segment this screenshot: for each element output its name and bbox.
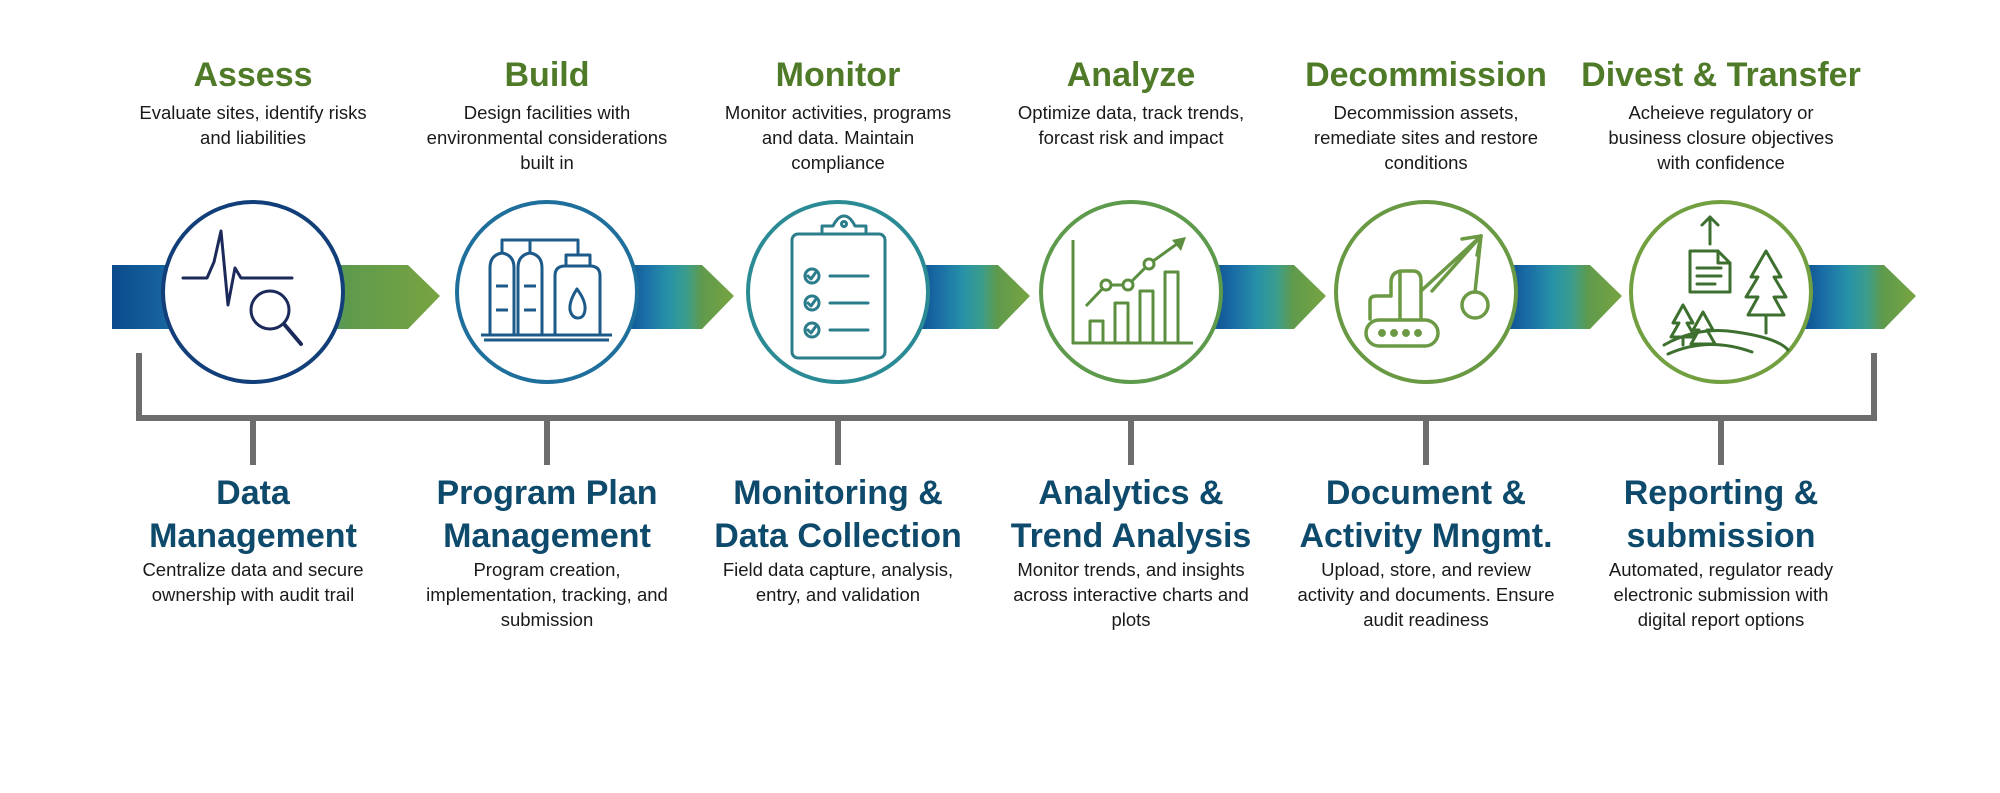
capability-title-document: Document & Activity Mngmt. [1276,472,1576,558]
capability-desc-data-management: Centralize data and secure ownership wit… [142,559,364,605]
arrow-segment-6 [1798,265,1916,329]
stage-desc-analyze: Optimize data, track trends, forcast ris… [1017,102,1245,148]
stage-title-assess: Assess [193,56,313,94]
capability-desc-analytics: Monitor trends, and insights across inte… [1013,559,1249,630]
capability-title-line1: Analytics & [1038,474,1224,512]
capability-title-line2: Data Collection [714,517,962,555]
bar-chart-trend-icon [1071,237,1193,345]
capability-title-data-management: Data Management [103,472,403,558]
arrow-segment-3 [914,265,1030,329]
capability-title-line2: Management [443,517,651,555]
stage-circle-build [455,200,639,384]
stage-circle-assess [161,200,345,384]
excavator-wrecking-ball-icon [1364,234,1490,348]
stage-title-divest: Divest & Transfer [1581,56,1861,94]
stage-title-build: Build [504,56,590,94]
arrow-segment-2 [620,265,734,329]
heartbeat-magnifier-icon [181,229,303,346]
stage-title-monitor: Monitor [775,56,901,94]
document-landscape-trees-icon [1662,215,1790,356]
capability-desc-monitoring: Field data capture, analysis, entry, and… [722,559,954,605]
stage-desc-divest: Acheieve regulatory or business closure … [1608,102,1834,173]
capability-title-monitoring: Monitoring & Data Collection [688,472,988,558]
capability-desc-reporting: Automated, regulator ready electronic su… [1608,559,1834,630]
capability-title-line1: Data [216,474,290,512]
capability-title-line2: submission [1626,517,1816,555]
capability-title-line1: Reporting & [1623,474,1819,512]
capability-title-line1: Document & [1325,474,1527,512]
capability-title-program-plan: Program Plan Management [397,472,697,558]
capability-desc-program-plan: Program creation, implementation, tracki… [426,559,668,630]
capability-title-line2: Activity Mngmt. [1299,517,1553,555]
bracket [136,353,1877,465]
stage-circle-analyze [1039,200,1223,384]
arrow-segment-5 [1502,265,1622,329]
capability-title-line2: Management [149,517,357,555]
stage-desc-build: Design facilities with environmental con… [426,102,668,173]
stage-desc-monitor: Monitor activities, programs and data. M… [724,102,952,173]
arrow-segment-4 [1208,265,1326,329]
capability-title-analytics: Analytics & Trend Analysis [981,472,1281,558]
capability-title-line1: Program Plan [436,474,658,512]
stage-title-decommission: Decommission [1305,56,1547,94]
clipboard-checklist-icon [790,214,887,360]
stage-circle-monitor [746,200,930,384]
stage-title-analyze: Analyze [1066,56,1196,94]
stage-desc-assess: Evaluate sites, identify risks and liabi… [139,102,367,148]
stage-circle-decommission [1334,200,1518,384]
capability-desc-document: Upload, store, and review activity and d… [1297,559,1555,630]
capability-title-line2: Trend Analysis [1010,517,1252,555]
tanks-facility-icon [481,238,612,342]
capability-title-reporting: Reporting & submission [1571,472,1871,558]
stage-desc-decommission: Decommission assets, remediate sites and… [1313,102,1539,173]
capability-title-line1: Monitoring & [733,474,943,512]
